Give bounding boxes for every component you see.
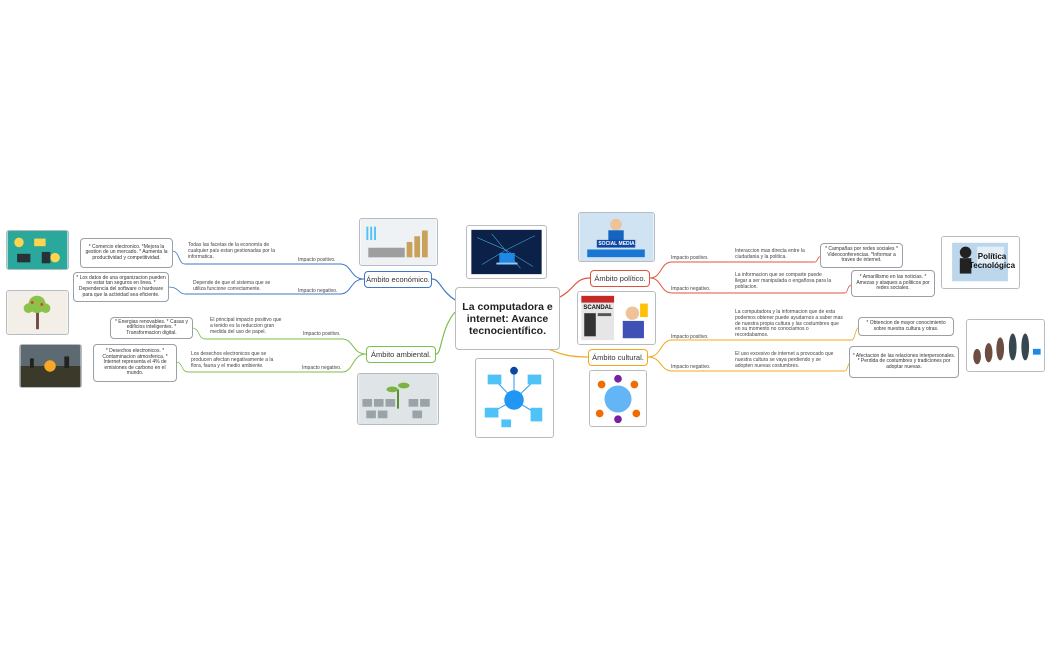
link-politico-negative (649, 277, 845, 294)
ambiental-positive-text: El principal impacto positivo que a teni… (210, 317, 282, 335)
branch-cultural-label: Ámbito cultural. (592, 353, 644, 362)
politica-tecnologica-caption: Política Tecnológica (968, 251, 1016, 270)
image-people-world (589, 370, 647, 427)
image-network-laptop (466, 225, 547, 279)
link-cultural-positive (647, 339, 852, 358)
image-scandal-newspaper: SCANDAL (577, 291, 656, 345)
ambiental-positive-box[interactable]: * Energias renovables. * Casas y edifici… (110, 317, 193, 339)
image-money-icons (6, 230, 69, 270)
image-keyboard-plant (357, 373, 439, 425)
economico-negative-label: Impacto negativo. (298, 288, 338, 294)
economico-negative-text: Depende de que el sistema que se utiliza… (193, 280, 271, 292)
ambiental-negative-label: Impacto negativo. (302, 365, 342, 371)
image-politica-tecnologica: Política Tecnológica (941, 236, 1020, 289)
politico-negative-box[interactable]: * Amarillismo en las noticias. * Amezas … (851, 270, 935, 297)
branch-economico-label: Ámbito económico. (366, 275, 430, 284)
central-topic-label: La computadora e internet: Avance tecnoc… (462, 300, 553, 337)
image-social-media: SOCIAL MEDIA (578, 212, 655, 262)
image-human-evolution (966, 319, 1045, 372)
branch-economico[interactable]: Ámbito económico. (364, 271, 432, 288)
branch-ambiental[interactable]: Ámbito ambiental. (366, 346, 436, 363)
politico-negative-text: La informacion que se comparte puede lle… (735, 272, 832, 290)
image-polluted-landscape (19, 344, 82, 388)
link-economico-negative (185, 278, 365, 295)
social-media-caption: SOCIAL MEDIA (598, 240, 635, 247)
economico-positive-box[interactable]: * Comercio electronico. *Mejora la gesti… (80, 238, 173, 268)
branch-politico[interactable]: Ámbito político. (590, 270, 650, 287)
image-coins-laptop (359, 218, 438, 266)
link-ambiental-negative (188, 353, 367, 373)
cultural-negative-label: Impacto negativo. (671, 364, 711, 370)
economico-positive-label: Impacto positivo. (298, 257, 336, 263)
politico-positive-text: Interaccion mas directa entre la ciudada… (735, 248, 805, 260)
ambiental-positive-label: Impacto positivo. (303, 331, 341, 337)
branch-politico-label: Ámbito político. (594, 274, 646, 283)
link-cultural-negative (647, 356, 845, 372)
link-central-economico (431, 278, 456, 301)
image-network-diagram (475, 358, 554, 438)
link-central-politico (557, 277, 591, 299)
politico-positive-box[interactable]: * Campañas por redes sociales * Videocon… (820, 243, 903, 268)
image-money-tree (6, 290, 69, 335)
politico-negative-label: Impacto negativo. (671, 286, 711, 292)
branch-cultural[interactable]: Ámbito cultural. (588, 349, 648, 366)
cultural-negative-box[interactable]: * Afectacion de las relaciones interpers… (849, 346, 959, 378)
cultural-positive-text: La computadora y la informacion que de e… (735, 309, 843, 339)
scandal-caption: SCANDAL (583, 304, 613, 311)
politico-positive-label: Impacto positivo. (671, 255, 709, 261)
link-politico-positive (649, 261, 815, 279)
link-central-ambiental (435, 311, 456, 355)
link-ambiental-positive (205, 338, 367, 355)
cultural-negative-text: El uso excesivo de internet a provocado … (735, 351, 834, 369)
ambiental-negative-box[interactable]: * Desechos electronicos. * Contaminacion… (93, 344, 177, 382)
cultural-positive-box[interactable]: * Obtencion de mayor conocimiento sobre … (858, 317, 954, 336)
economico-positive-text: Todas las facetas de la economía de cual… (188, 242, 276, 260)
branch-ambiental-label: Ámbito ambiental. (370, 350, 432, 359)
cultural-positive-label: Impacto positivo. (671, 334, 709, 340)
ambiental-negative-text: Los desechos electronicos que se produce… (191, 351, 274, 369)
economico-negative-box[interactable]: * Los datos de una organizacion pueden n… (73, 272, 169, 302)
central-topic[interactable]: La computadora e internet: Avance tecnoc… (455, 287, 560, 350)
link-economico-positive (185, 263, 365, 280)
